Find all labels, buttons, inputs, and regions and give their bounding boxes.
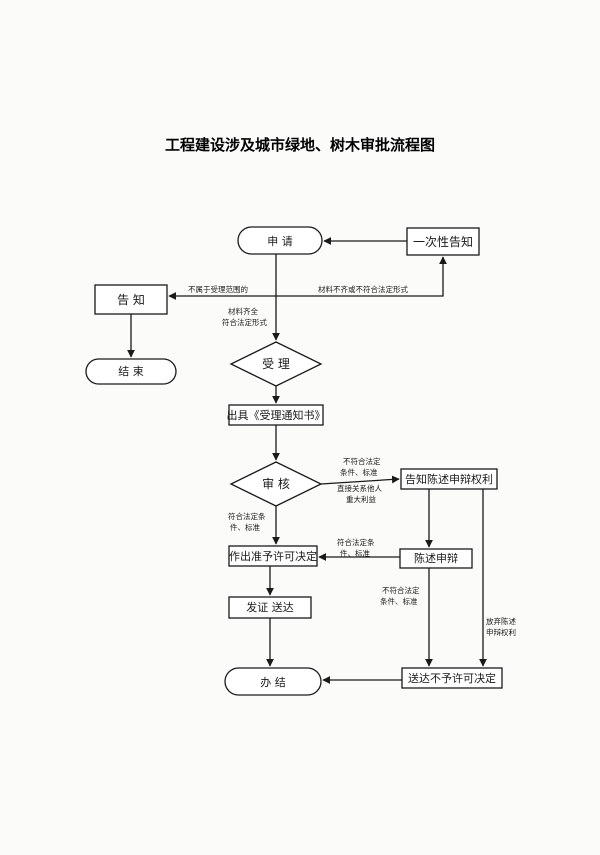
edge-label-not-meet-b-2: 条件、标准 <box>380 596 418 606</box>
edge-label-materials-complete-1: 材料齐全 <box>228 306 258 316</box>
page-title: 工程建设涉及城市绿地、树木审批流程图 <box>165 136 435 154</box>
node-deliver-reject-label: 送达不予许可决定 <box>408 671 496 685</box>
node-one-time-notice-label: 一次性告知 <box>413 235 473 249</box>
node-end-label: 结 束 <box>118 365 144 378</box>
node-decide-permit <box>228 545 318 567</box>
edge-label-meet-a-2: 件、标准 <box>230 522 260 532</box>
node-statement <box>399 548 473 569</box>
edge-label-materials-complete-2: 符合法定形式 <box>222 317 267 327</box>
edge-label-waive-2: 申辩权利 <box>486 627 516 637</box>
edge-label-meet-b-1: 符合法定条 <box>337 537 375 547</box>
node-finish <box>224 667 322 696</box>
node-review-label: 审 核 <box>262 476 290 491</box>
edge-label-third-party-2: 重大利益 <box>346 494 376 504</box>
node-deliver-reject <box>401 667 503 689</box>
node-notify-label: 告 知 <box>117 293 145 307</box>
edge-review-to-inform <box>320 475 400 485</box>
edge-to-one-time-notice <box>276 256 447 297</box>
edge-label-not-meet-1: 不符合法定 <box>343 456 381 466</box>
node-inform-rights <box>400 468 498 490</box>
edge-label-meet-a-1: 符合法定条 <box>228 511 266 521</box>
edge-label-not-meet-2: 条件、标准 <box>340 467 378 477</box>
edge-label-materials-incomplete: 材料不齐或不符合法定形式 <box>318 284 408 294</box>
edge-label-not-in-scope: 不属于受理范围的 <box>188 284 248 294</box>
edge-label-third-party-1: 直接关系他人 <box>337 483 382 493</box>
node-apply <box>237 226 323 255</box>
edge-label-not-meet-b-1: 不符合法定 <box>382 585 420 595</box>
node-decide-permit-label: 作出准予许可决定 <box>229 549 317 563</box>
node-end <box>85 358 177 385</box>
node-issue-cert-label: 发证 送达 <box>246 600 294 614</box>
node-statement-label: 陈述申辩 <box>414 551 458 565</box>
node-one-time-notice <box>406 227 480 256</box>
node-issue-notice-label: 出具《受理通知书》 <box>227 408 326 422</box>
node-accept-label: 受 理 <box>262 357 290 371</box>
node-apply-label: 申 请 <box>267 235 293 248</box>
edge-label-waive-1: 放弃陈述 <box>486 616 516 626</box>
node-finish-label: 办 结 <box>260 676 286 689</box>
node-inform-rights-label: 告知陈述申辩权利 <box>405 472 493 486</box>
edge-label-meet-b-2: 件、标准 <box>340 548 370 558</box>
node-notify <box>94 284 168 315</box>
